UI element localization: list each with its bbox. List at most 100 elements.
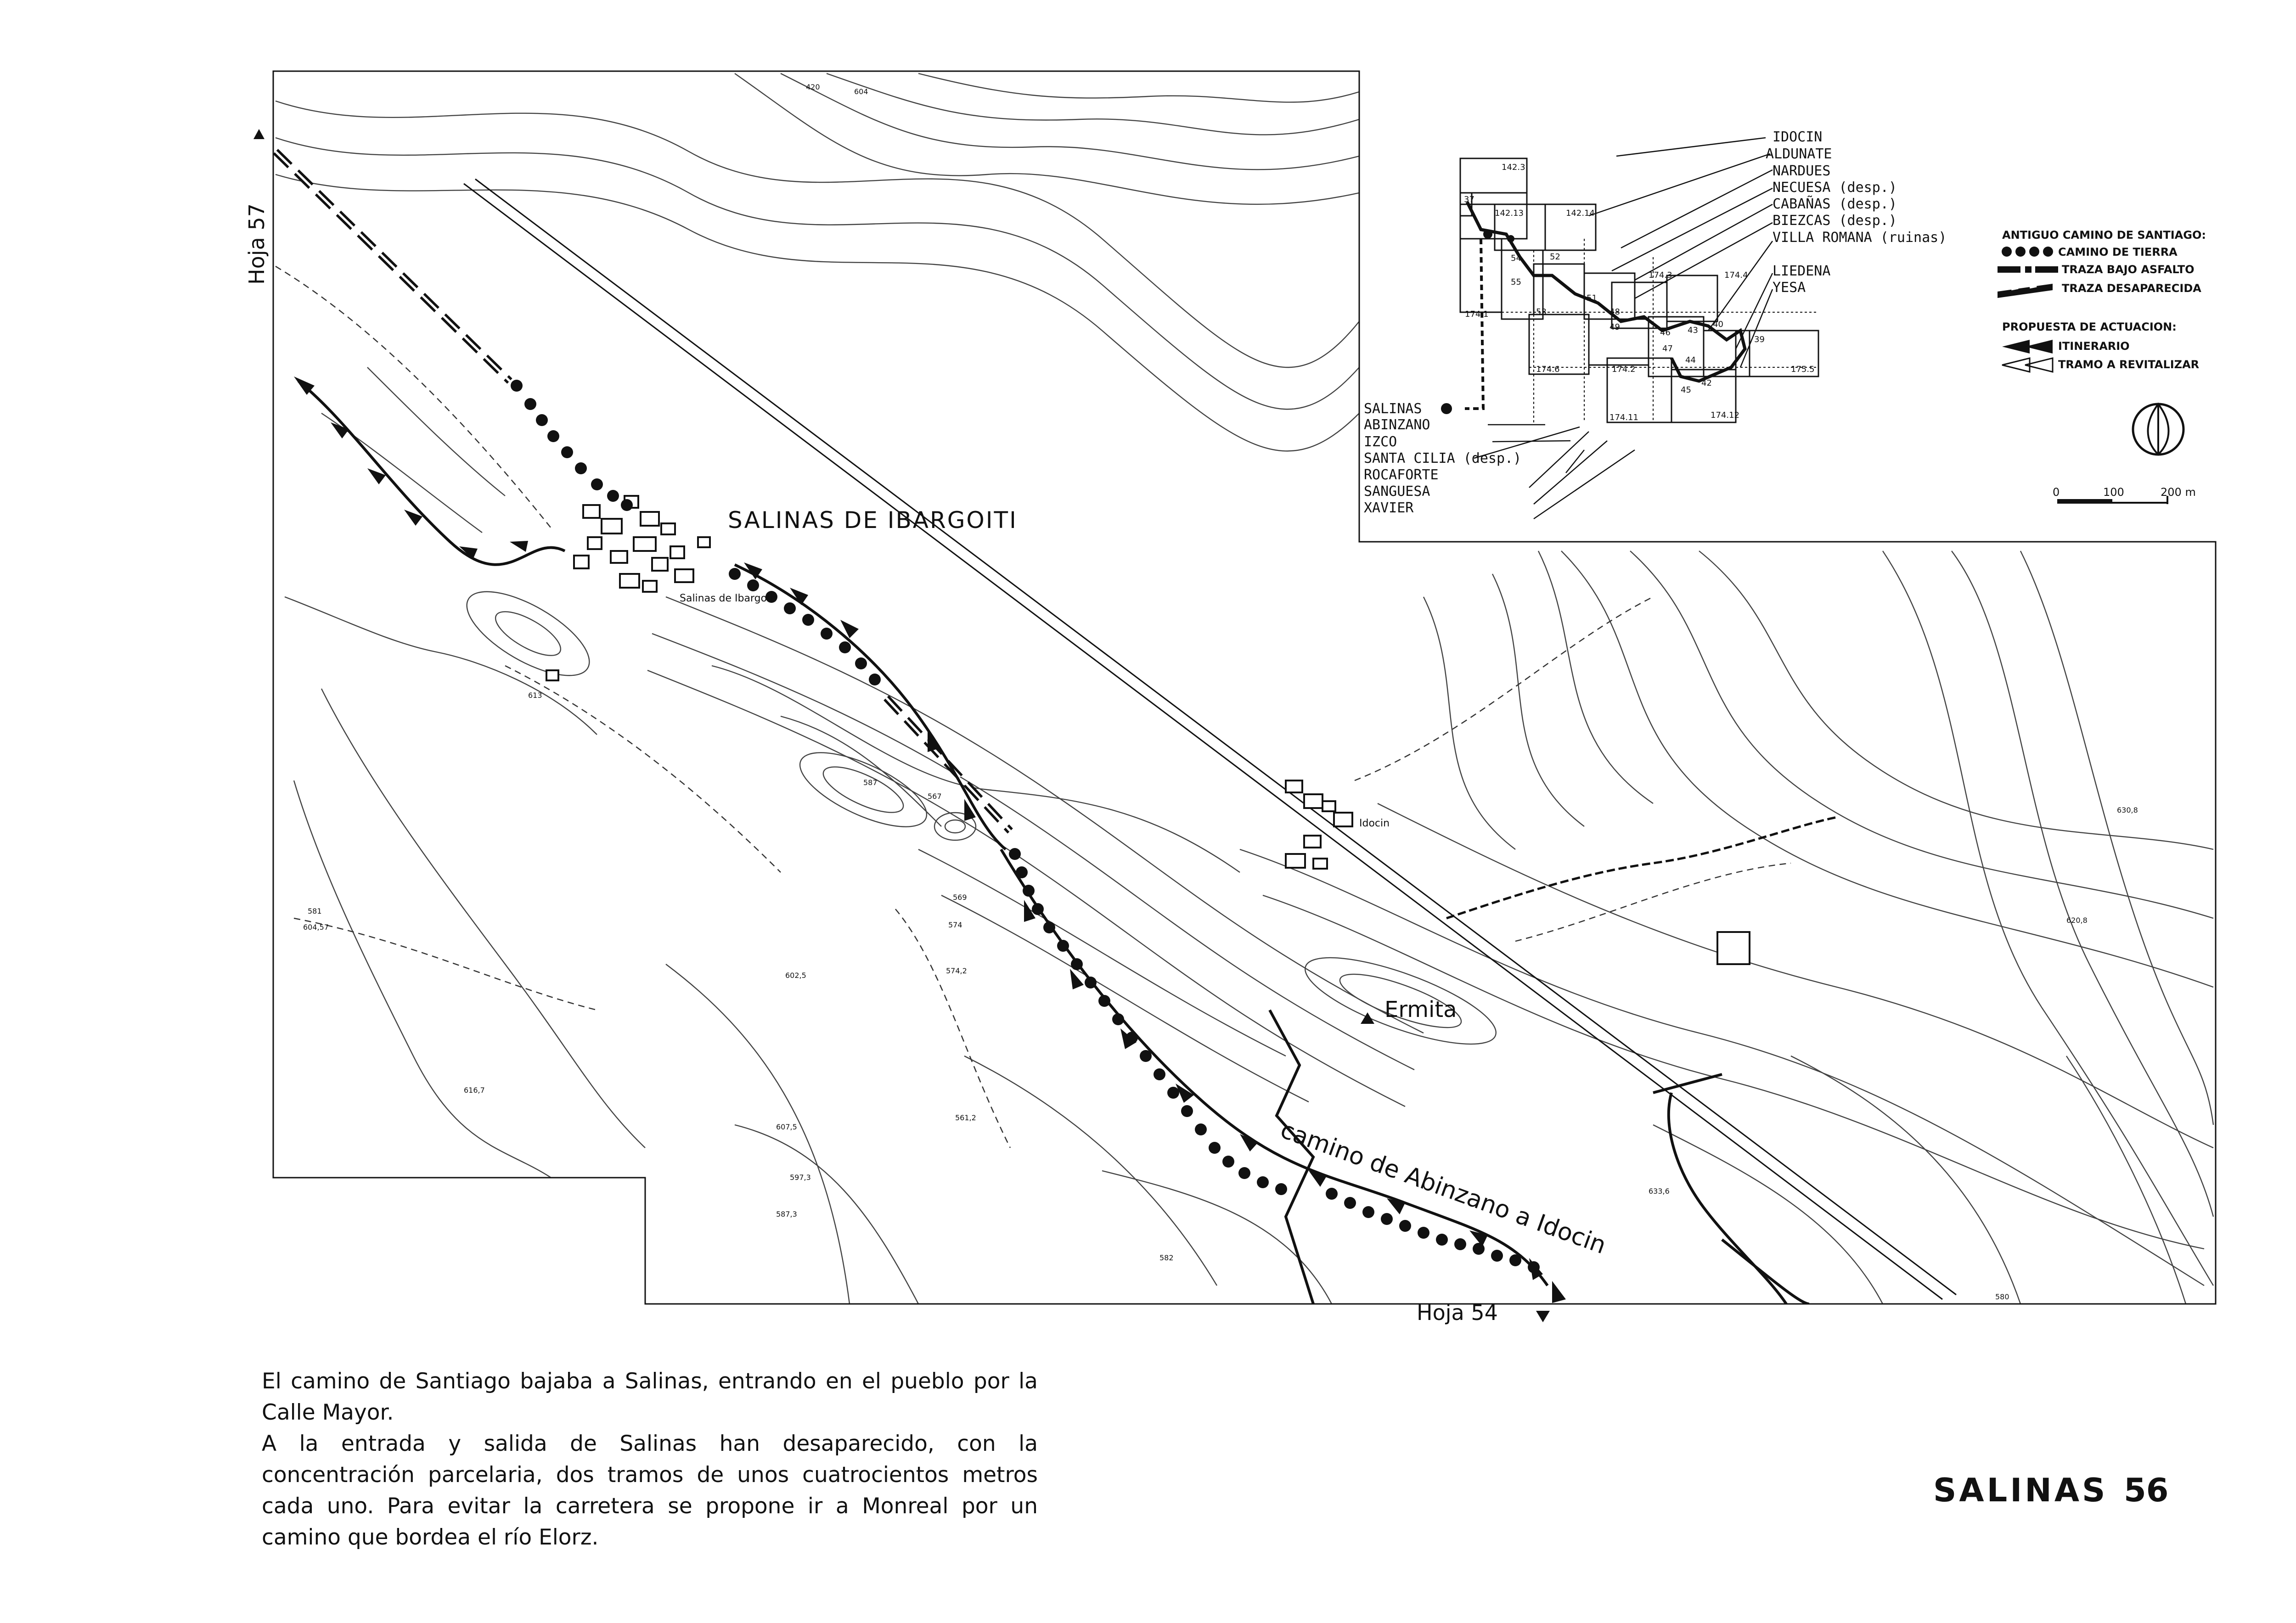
- svg-text:174.1: 174.1: [1465, 309, 1489, 319]
- svg-text:44: 44: [1685, 355, 1696, 365]
- svg-text:175.5: 175.5: [1791, 365, 1815, 374]
- svg-text:574,2: 574,2: [946, 966, 967, 975]
- legend-item-revitalize: TRAMO A REVITALIZAR: [2002, 357, 2199, 373]
- sheet-bottom-label: Hoja 54: [1417, 1300, 1498, 1325]
- svg-text:ALDUNATE: ALDUNATE: [1766, 146, 1832, 162]
- svg-text:TRAZA DESAPARECIDA: TRAZA DESAPARECIDA: [2062, 282, 2201, 295]
- south-arrow-icon: [1536, 1311, 1550, 1322]
- svg-text:53: 53: [1536, 307, 1547, 317]
- ermita-triangle-icon: [1361, 1012, 1374, 1024]
- svg-text:46: 46: [1660, 328, 1671, 337]
- svg-text:580: 580: [1995, 1292, 2009, 1301]
- page-number: 56: [2124, 1471, 2169, 1509]
- idocin-label: Idocin: [1359, 818, 1390, 829]
- svg-text:43: 43: [1688, 326, 1698, 335]
- svg-text:49: 49: [1609, 322, 1620, 332]
- svg-text:45: 45: [1681, 385, 1691, 395]
- svg-text:174.12: 174.12: [1711, 410, 1739, 420]
- svg-text:420: 420: [806, 83, 820, 91]
- inset-key-map: 142.3 142.13 142.14 37 54 55 52 53 51 48…: [1364, 129, 1947, 520]
- svg-text:630,8: 630,8: [2117, 806, 2138, 814]
- svg-text:SANTA CILIA (desp.): SANTA CILIA (desp.): [1364, 450, 1521, 466]
- svg-text:142.13: 142.13: [1495, 208, 1524, 218]
- legend-item-under-asphalt: TRAZA BAJO ASFALTO: [1998, 263, 2194, 276]
- svg-text:620,8: 620,8: [2066, 916, 2088, 925]
- svg-text:0: 0: [2053, 486, 2060, 499]
- legend: ANTIGUO CAMINO DE SANTIAGO: CAMINO DE TI…: [1998, 229, 2206, 504]
- svg-text:IZCO: IZCO: [1364, 434, 1397, 450]
- svg-text:174.11: 174.11: [1609, 413, 1638, 422]
- caption-paragraph-2: A la entrada y salida de Salinas han des…: [262, 1431, 1038, 1550]
- svg-text:604,57: 604,57: [303, 923, 329, 932]
- stream: [1446, 816, 1837, 920]
- svg-text:LIEDENA: LIEDENA: [1773, 263, 1830, 279]
- caption-paragraph-1: El camino de Santiago bajaba a Salinas, …: [262, 1369, 1038, 1425]
- svg-text:55: 55: [1511, 277, 1521, 287]
- svg-text:47: 47: [1662, 344, 1673, 354]
- svg-text:174.6: 174.6: [1536, 365, 1560, 374]
- svg-text:XAVIER: XAVIER: [1364, 500, 1414, 516]
- svg-text:633,6: 633,6: [1649, 1187, 1670, 1196]
- svg-text:174.2: 174.2: [1612, 365, 1636, 374]
- svg-text:582: 582: [1159, 1253, 1174, 1262]
- svg-text:NECUESA (desp.): NECUESA (desp.): [1773, 180, 1897, 196]
- svg-text:616,7: 616,7: [464, 1086, 485, 1095]
- svg-text:142.14: 142.14: [1566, 208, 1595, 218]
- svg-text:569: 569: [953, 893, 967, 902]
- svg-text:581: 581: [308, 907, 322, 915]
- contour-lines: [275, 73, 2214, 1304]
- north-arrow-icon: [253, 129, 264, 139]
- svg-text:IDOCIN: IDOCIN: [1773, 129, 1822, 145]
- itinerary-route: [298, 380, 1549, 1286]
- svg-text:TRAZA BAJO ASFALTO: TRAZA BAJO ASFALTO: [2062, 263, 2194, 276]
- legend-item-itinerary: ITINERARIO: [2002, 340, 2130, 354]
- svg-text:51: 51: [1587, 293, 1597, 303]
- svg-text:42: 42: [1701, 378, 1712, 388]
- svg-text:VILLA ROMANA (ruinas): VILLA ROMANA (ruinas): [1773, 230, 1947, 246]
- legend-proposal-title: PROPUESTA DE ACTUACION:: [2002, 320, 2177, 333]
- legend-item-disappeared: TRAZA DESAPARECIDA: [1998, 282, 2201, 298]
- svg-text:561,2: 561,2: [955, 1113, 976, 1122]
- scale-bar: 0 100 200 m: [2053, 486, 2196, 504]
- svg-text:SALINAS: SALINAS: [1364, 401, 1422, 417]
- svg-text:174.3: 174.3: [1649, 270, 1672, 280]
- svg-text:NARDUES: NARDUES: [1773, 163, 1830, 179]
- trace-disappeared-north: [273, 149, 512, 384]
- legend-item-dirt-road: CAMINO DE TIERRA: [2002, 246, 2178, 258]
- map-frame: [272, 70, 2217, 1305]
- town-small-label: Salinas de Ibargoiti: [680, 593, 777, 604]
- svg-text:597,3: 597,3: [790, 1173, 811, 1182]
- svg-text:200 m: 200 m: [2161, 486, 2196, 499]
- footer-section-title: SALINAS: [1933, 1471, 2108, 1509]
- svg-text:37: 37: [1464, 195, 1474, 204]
- svg-text:613: 613: [528, 691, 542, 700]
- svg-text:574: 574: [948, 921, 962, 929]
- svg-text:ABINZANO: ABINZANO: [1364, 417, 1430, 433]
- svg-text:567: 567: [928, 792, 942, 801]
- svg-text:ROCAFORTE: ROCAFORTE: [1364, 467, 1439, 483]
- main-road: [463, 178, 1957, 1300]
- idocin-buildings: [1285, 780, 1750, 965]
- svg-text:142.3: 142.3: [1502, 163, 1525, 172]
- svg-text:607,5: 607,5: [776, 1123, 797, 1131]
- svg-text:587: 587: [863, 778, 878, 787]
- svg-text:BIEZCAS (desp.): BIEZCAS (desp.): [1773, 213, 1897, 229]
- svg-text:54: 54: [1511, 253, 1521, 263]
- ermita-label: Ermita: [1384, 997, 1457, 1022]
- svg-text:52: 52: [1550, 252, 1560, 262]
- sheet-top-label: Hoja 57: [244, 203, 269, 285]
- north-symbol-icon: [2132, 402, 2185, 456]
- svg-text:100: 100: [2103, 486, 2124, 499]
- svg-text:CAMINO DE TIERRA: CAMINO DE TIERRA: [2058, 246, 2178, 258]
- paths: [275, 265, 1791, 1148]
- svg-text:39: 39: [1754, 335, 1765, 344]
- svg-text:174.4: 174.4: [1724, 270, 1748, 280]
- spot-heights: 420 604 587 567 569 574 602,5 581 604,57…: [303, 83, 2138, 1301]
- svg-text:CABAÑAS (desp.): CABAÑAS (desp.): [1773, 196, 1897, 212]
- svg-text:YESA: YESA: [1773, 280, 1806, 296]
- caption: El camino de Santiago bajaba a Salinas, …: [262, 1366, 1038, 1553]
- svg-text:604: 604: [854, 87, 868, 96]
- svg-text:ITINERARIO: ITINERARIO: [2058, 340, 2130, 353]
- svg-text:SANGUESA: SANGUESA: [1364, 483, 1430, 500]
